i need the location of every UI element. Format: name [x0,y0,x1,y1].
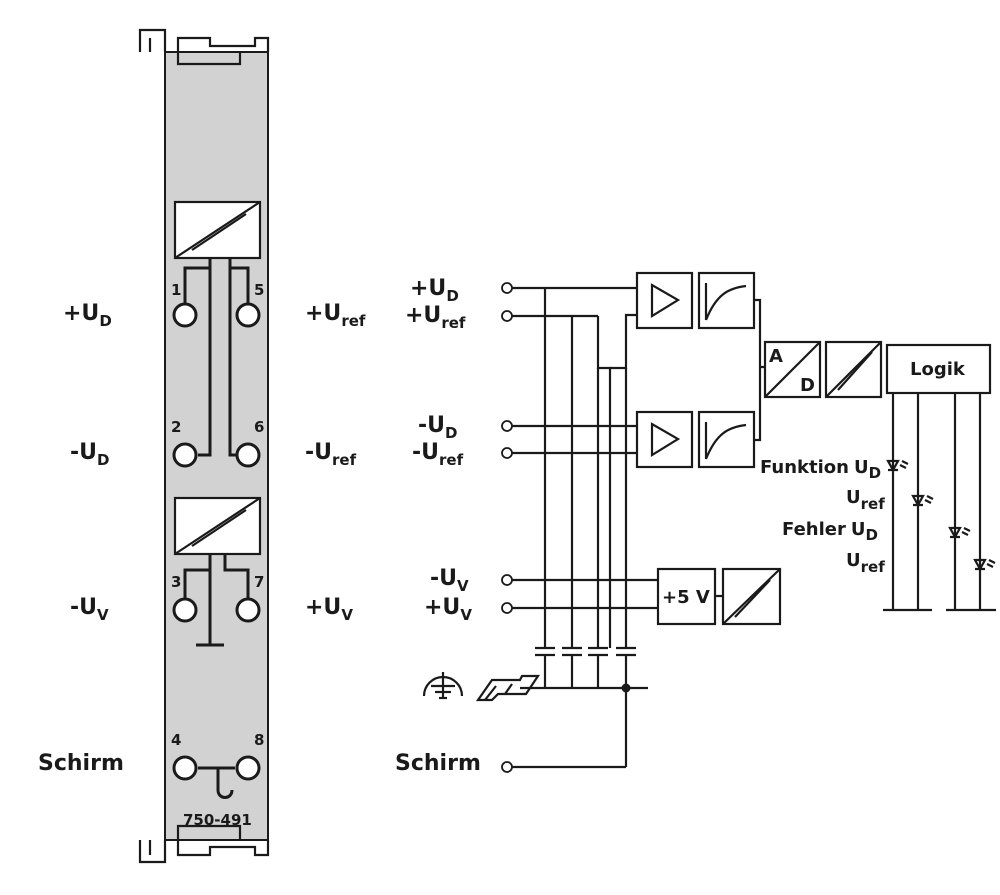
amplifier-top [635,271,694,330]
terminal-7[interactable] [235,597,261,623]
terminal-6[interactable] [235,442,261,468]
amplifier-bottom [635,410,694,469]
label-minus-uref: -Uref [305,440,357,469]
terminal-number-3: 3 [171,573,181,591]
label-plus-uref: +Uref [305,301,366,330]
label-minus-ud: -UD [70,440,109,469]
input-nodes [501,282,513,773]
terminal-number-1: 1 [171,281,181,299]
led-funktion-ref-icon [911,494,934,508]
input-label-minus-ud: -UD [418,413,457,442]
input-label-plus-ud: +UD [410,276,459,305]
led-funktion-icon [886,459,909,473]
terminal-number-7: 7 [254,573,264,591]
earth-ground-icon [422,672,464,700]
power-label: +5 V [662,587,710,608]
logic-label: Logik [910,359,966,380]
terminal-number-6: 6 [254,418,264,436]
din-rail-icon [475,674,541,702]
ad-converter: A D [763,340,822,399]
converter-bottom [173,496,262,556]
label-plus-ud: +UD [63,301,112,330]
module-wiring [183,258,250,799]
terminal-5[interactable] [235,302,261,328]
led-fehler-ref-icon [973,558,996,572]
label-minus-uv: -UV [70,595,109,624]
terminal-number-2: 2 [171,418,181,436]
led-fehler-icon [948,526,971,540]
filter-bottom [697,410,756,469]
terminal-number-4: 4 [171,731,181,749]
power-isolator [721,567,782,626]
capacitors [535,646,636,688]
bottom-latch [138,824,270,864]
led-label-funktion-ref: Uref [846,487,885,513]
terminal-number-8: 8 [254,731,264,749]
terminal-numbers: 1 2 3 4 5 6 7 8 [171,281,264,749]
power-supply-block: +5 V [656,567,723,626]
terminal-2[interactable] [172,442,198,468]
isolator [824,340,883,399]
input-label-schirm: Schirm [395,751,481,776]
input-label-plus-uref: +Uref [405,303,466,332]
input-label-plus-uv: +UV [424,595,472,624]
filter-top [697,271,756,330]
input-label-minus-uref: -Uref [412,440,464,469]
converter-top [173,200,262,260]
input-label-minus-uv: -UV [430,566,469,595]
filter-to-ad-wiring [754,298,765,442]
ad-label-d: D [800,375,815,396]
terminal-3[interactable] [172,597,198,623]
schematic-wiring [512,286,658,769]
label-plus-uv: +UV [305,595,353,624]
terminal-8[interactable] [235,755,261,781]
terminals [172,302,261,781]
led-wiring [883,393,996,612]
ad-label-a: A [769,346,783,367]
terminal-1[interactable] [172,302,198,328]
terminal-number-5: 5 [254,281,264,299]
top-latch [138,28,270,66]
logic-block: Logik [885,343,992,395]
label-schirm-left: Schirm [38,751,124,776]
terminal-4[interactable] [172,755,198,781]
led-label-fehler-ref: Uref [846,550,885,576]
part-number: 750-491 [183,811,252,829]
